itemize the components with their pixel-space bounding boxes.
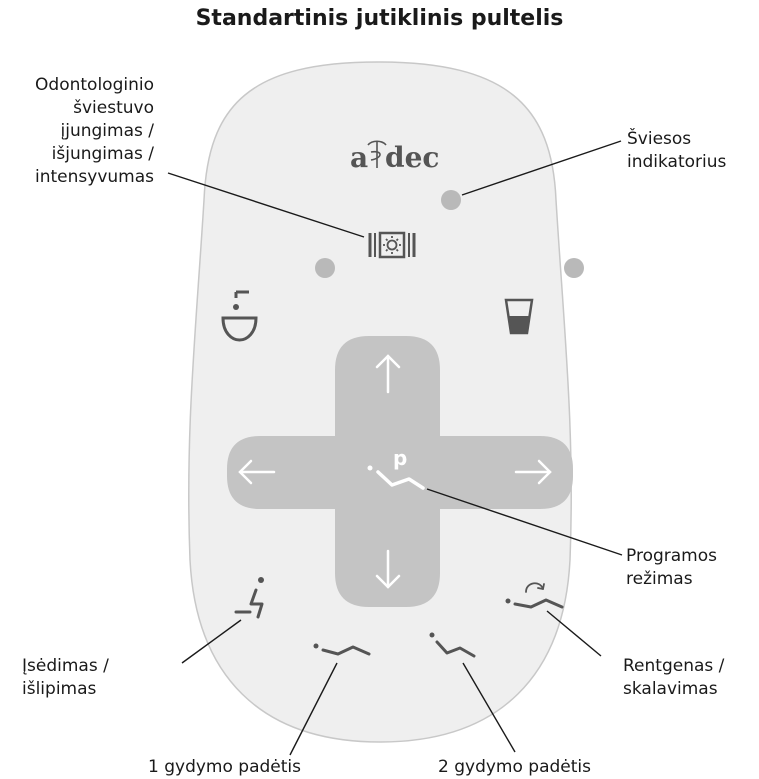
xray-rinse-button[interactable] (505, 582, 564, 609)
label-xray-rinse: Rentgenas / skalavimas (623, 655, 724, 701)
label-light-indicator: Šviesos indikatorius (627, 128, 726, 174)
svg-text:dec: dec (385, 141, 439, 174)
leader-line-indicator (461, 140, 622, 196)
program-mode-button[interactable]: p (367, 446, 425, 490)
operatory-light-button[interactable] (368, 231, 416, 259)
label-operatory-light-line5: intensyvumas (35, 167, 154, 187)
leader-line-xray (546, 610, 602, 657)
indicator-left (315, 258, 335, 278)
label-operatory-light: Odontologinio šviestuvo įjungimas / išju… (35, 74, 154, 189)
arrow-up-icon[interactable] (375, 354, 401, 394)
arrow-left-icon[interactable] (238, 459, 276, 485)
label-operatory-light-line3: įjungimas / (60, 121, 154, 141)
label-entry-exit: Įsėdimas / išlipimas (22, 655, 109, 701)
bowl-rinse-button[interactable] (221, 290, 258, 342)
treatment-position-2-button[interactable] (429, 632, 476, 658)
light-indicator-top (441, 190, 461, 210)
leader-line-lamp (167, 172, 365, 238)
label-operatory-light-line2: šviestuvo (73, 98, 154, 118)
leader-lines (167, 140, 623, 756)
label-operatory-light-line4: išjungimas / (51, 144, 154, 164)
leader-line-program (426, 488, 623, 556)
arrow-right-icon[interactable] (514, 459, 552, 485)
indicator-right (564, 258, 584, 278)
leader-line-entry (181, 619, 242, 664)
program-key-letter: p (393, 446, 407, 470)
page-title: Standartinis jutiklinis pultelis (195, 6, 564, 31)
label-light-indicator-line2: indikatorius (627, 152, 727, 172)
label-entry-exit-line1: Įsėdimas / (22, 656, 109, 676)
label-operatory-light-line1: Odontologinio (35, 75, 154, 95)
label-treatment-1: 1 gydymo padėtis (148, 757, 301, 777)
label-entry-exit-line2: išlipimas (22, 679, 97, 699)
chair-recline-icon (367, 465, 425, 490)
label-treatment-2: 2 gydymo padėtis (438, 757, 591, 777)
svg-text:a: a (350, 141, 368, 174)
label-xray-rinse-line1: Rentgenas / (623, 656, 725, 676)
label-program-mode: Programos režimas (626, 545, 717, 591)
entry-exit-button[interactable] (234, 577, 264, 619)
label-program-mode-line2: režimas (626, 569, 693, 589)
treatment-position-1-button[interactable] (313, 643, 371, 656)
leader-line-treat2 (462, 662, 516, 753)
arrow-down-icon[interactable] (375, 549, 401, 589)
label-program-mode-line1: Programos (626, 546, 717, 566)
adec-logo: a dec (350, 140, 439, 174)
cup-fill-button[interactable] (504, 298, 534, 335)
label-light-indicator-line1: Šviesos (627, 129, 692, 149)
chair-dpad[interactable] (227, 336, 573, 607)
label-xray-rinse-line2: skalavimas (623, 679, 718, 699)
leader-line-treat1 (289, 662, 338, 756)
